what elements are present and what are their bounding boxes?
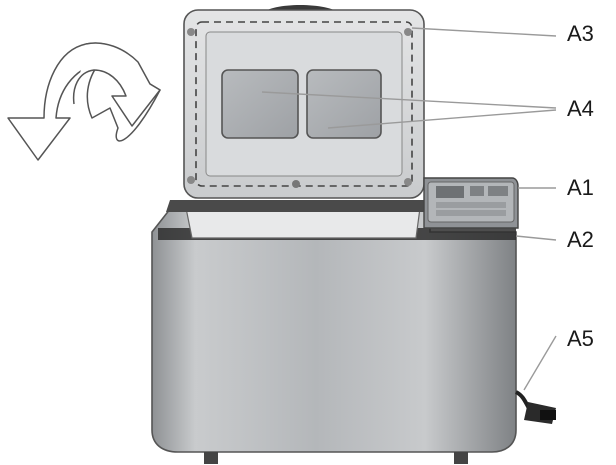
foot-right [454, 452, 468, 464]
viewing-window-left [222, 70, 298, 138]
callout-a1: A1 [567, 177, 594, 199]
callout-a5: A5 [567, 328, 594, 350]
foot-left [204, 452, 218, 464]
callout-a4: A4 [567, 98, 594, 120]
callout-a3: A3 [567, 23, 594, 45]
appliance-body [152, 200, 516, 452]
viewing-window-right [307, 70, 381, 138]
control-panel-A1 [424, 178, 518, 228]
power-cord-A5 [516, 392, 556, 424]
callout-a2: A2 [567, 229, 594, 251]
curved-arrow-icon [8, 43, 160, 160]
lid-A3 [184, 10, 424, 198]
